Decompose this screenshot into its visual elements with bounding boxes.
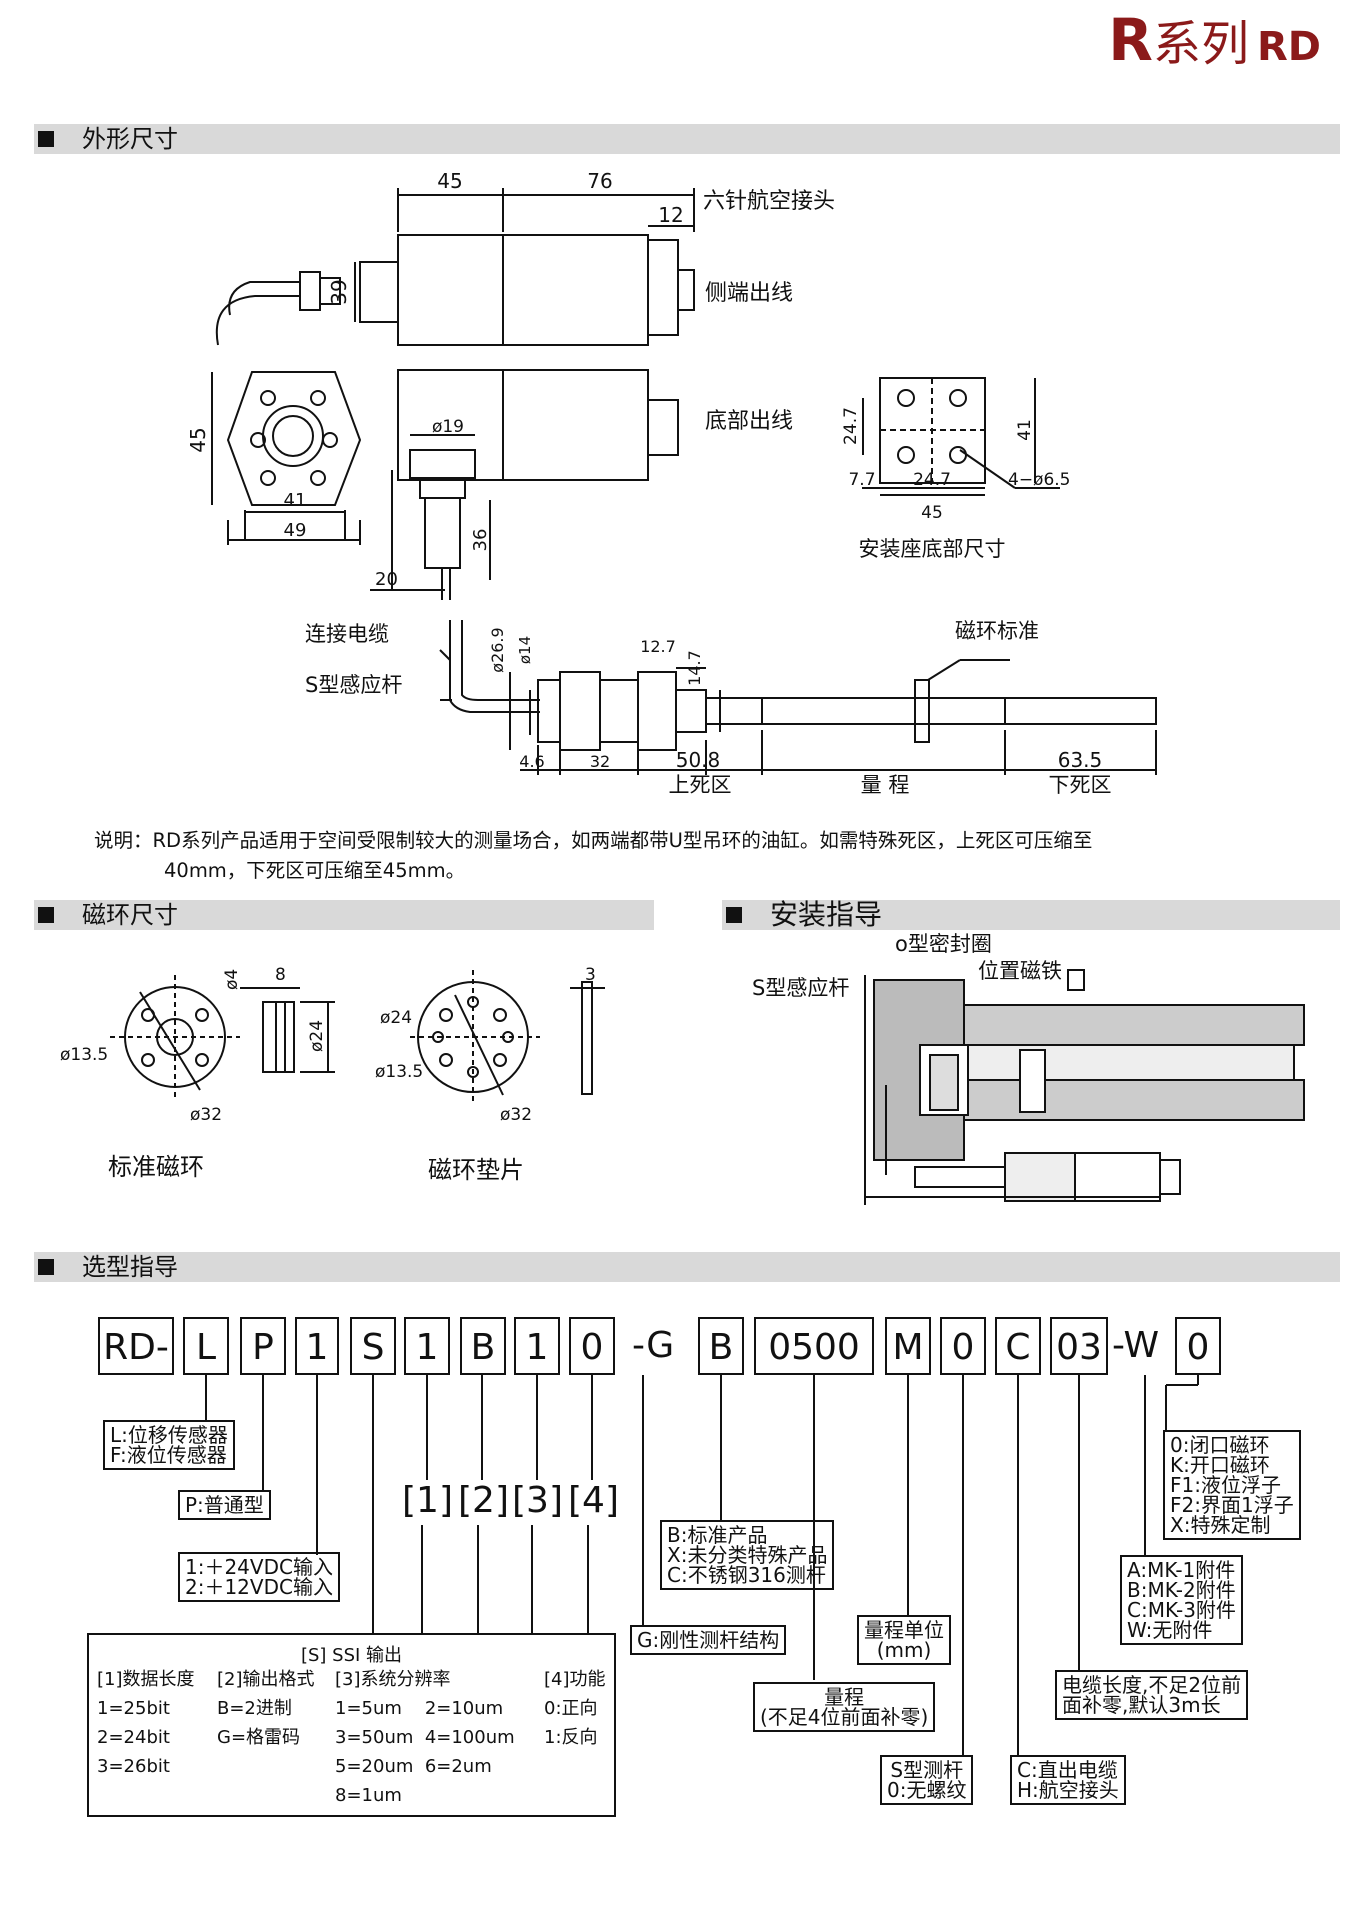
rod-d14: ø14	[516, 636, 534, 664]
std-ring-d24: ø24	[307, 1020, 327, 1052]
code-cell-srod: 0	[940, 1317, 986, 1375]
box-cable-length: 电缆长度,不足2位前 面补零,默认3m长	[1055, 1670, 1249, 1720]
mount-45: 45	[921, 503, 943, 523]
code-cell-range: 0500	[754, 1317, 874, 1375]
ssi-title: [S] SSI 输出	[300, 1645, 403, 1666]
section-dims: 外形尺寸	[34, 124, 1340, 154]
section-ring: 磁环尺寸	[34, 900, 654, 930]
upper-dead-zone: 上死区	[669, 773, 732, 797]
install-rod: S型感应杆	[752, 976, 850, 1000]
code-cell-unit: M	[885, 1317, 931, 1375]
dim-49: 49	[284, 520, 307, 541]
code-accessory: -W	[1112, 1325, 1160, 1366]
box-srod: S型测杆 0:无螺纹	[880, 1755, 974, 1805]
section-install: 安装指导	[722, 900, 1340, 930]
install-drawing	[864, 969, 1305, 1205]
box-rigid: G:刚性测杆结构	[630, 1625, 787, 1655]
dim-12: 12	[658, 203, 683, 227]
std-ring-8: 8	[275, 965, 286, 985]
pad-d24: ø24	[380, 1008, 412, 1028]
pad-d13-5: ø13.5	[375, 1062, 423, 1082]
product-note: 说明：RD系列产品适用于空间受限制较大的测量场合，如两端都带U型吊环的油缸。如需…	[94, 829, 1093, 882]
bracket-2: [2]	[458, 1480, 509, 1521]
code-cell-series: RD-	[98, 1317, 174, 1375]
bottom-out-label: 底部出线	[705, 409, 793, 434]
dim-41: 41	[284, 490, 307, 511]
code-cell-p1: 1	[404, 1317, 450, 1375]
code-cell-output: S	[350, 1317, 396, 1375]
mount-24-7-h: 24.7	[913, 470, 951, 490]
rod-50-8: 50.8	[676, 748, 721, 772]
code-cell-type: L	[183, 1317, 229, 1375]
ring-drawing: ø13.5 ø32 ø4 8 ø24 标准磁环 ø24 ø13.5 ø32 3 …	[60, 965, 605, 1184]
std-ring-caption: 标准磁环	[108, 1153, 204, 1181]
cable-label: 连接电缆	[305, 622, 389, 646]
mount-holes: 4−ø6.5	[1008, 470, 1071, 490]
rod-4-6: 4.6	[519, 752, 544, 771]
dim-d19: ø19	[432, 417, 464, 437]
code-structure: -G	[632, 1325, 675, 1366]
dim-76: 76	[587, 169, 612, 193]
rod-32: 32	[590, 752, 610, 771]
code-cell-p3: 1	[514, 1317, 560, 1375]
dim-36: 36	[470, 529, 491, 552]
bracket-3: [3]	[512, 1480, 563, 1521]
code-cell-power: 1	[295, 1317, 339, 1375]
mount-24-7-v: 24.7	[841, 407, 861, 445]
mount-7-7: 7.7	[848, 470, 875, 490]
code-cell-magnet: 0	[1175, 1317, 1221, 1375]
box-accessory: A:MK-1附件 B:MK-2附件 C:MK-3附件 W:无附件	[1120, 1555, 1243, 1645]
lower-dead-zone: 下死区	[1049, 773, 1112, 797]
code-cell-p2: B	[460, 1317, 506, 1375]
box-ptype: P:普通型	[178, 1490, 271, 1520]
pad-3: 3	[585, 965, 596, 985]
code-cell-ptype: P	[240, 1317, 286, 1375]
std-ring-d4: ø4	[222, 969, 242, 990]
box-magnet: 0:闭口磁环 K:开口磁环 F1:液位浮子 F2:界面1浮子 X:特殊定制	[1163, 1430, 1301, 1540]
code-cell-connector: C	[995, 1317, 1041, 1375]
six-pin-label: 六针航空接头	[703, 189, 835, 214]
bracket-1: [1]	[402, 1480, 453, 1521]
rod-d26-9: ø26.9	[488, 627, 507, 672]
box-connector: C:直出电缆 H:航空接头	[1010, 1755, 1126, 1805]
mount-caption: 安装座底部尺寸	[859, 537, 1006, 561]
code-cell-p4: 0	[569, 1317, 615, 1375]
rod-label: S型感应杆	[305, 673, 402, 697]
dim-20: 20	[375, 569, 398, 590]
dim-45: 45	[437, 169, 462, 193]
pad-caption: 磁环垫片	[428, 1156, 524, 1184]
section-select: 选型指导	[34, 1252, 1340, 1282]
box-range: 量程 (不足4位前面补零)	[753, 1682, 936, 1732]
box-type: L:位移传感器 F:液位传感器	[103, 1420, 235, 1470]
ring-mark-label: 磁环标准	[955, 619, 1039, 643]
box-unit: 量程单位 (mm)	[857, 1615, 951, 1665]
rod-14-7: 14.7	[685, 650, 704, 686]
code-cell-cable: 03	[1050, 1317, 1108, 1375]
std-ring-d13-5: ø13.5	[60, 1045, 108, 1065]
side-out-label: 侧端出线	[705, 281, 793, 306]
ssi-col-resolution: [3]系统分辨率 1=5um 2=10um 3=50um 4=100um 5=2…	[335, 1669, 515, 1806]
dim-h45: 45	[186, 427, 210, 452]
rod-63-5: 63.5	[1058, 748, 1103, 772]
install-magnet: 位置磁铁	[978, 959, 1062, 983]
ssi-col-length: [1]数据长度 1=25bit 2=24bit 3=26bit	[97, 1669, 195, 1777]
mount-41: 41	[1015, 419, 1035, 441]
bracket-4: [4]	[568, 1480, 619, 1521]
pad-d32: ø32	[500, 1105, 532, 1125]
rod-12-7: 12.7	[640, 637, 676, 656]
ssi-col-function: [4]功能 0:正向 1:反向	[544, 1669, 606, 1748]
dim-39: 39	[327, 279, 351, 304]
code-cell-product: B	[698, 1317, 744, 1375]
install-oring: o型密封圈	[895, 932, 992, 956]
box-power: 1:＋24VDC输入 2:＋12VDC输入	[178, 1552, 340, 1602]
std-ring-d32: ø32	[190, 1105, 222, 1125]
box-product: B:标准产品 X:未分类特殊产品 C:不锈钢316测杆	[660, 1520, 835, 1590]
range-zone: 量 程	[861, 773, 910, 797]
ssi-col-format: [2]输出格式 B=2进制 G=格雷码	[217, 1669, 315, 1748]
ssi-output-box: [S] SSI 输出 [1]数据长度 1=25bit 2=24bit 3=26b…	[87, 1633, 616, 1817]
